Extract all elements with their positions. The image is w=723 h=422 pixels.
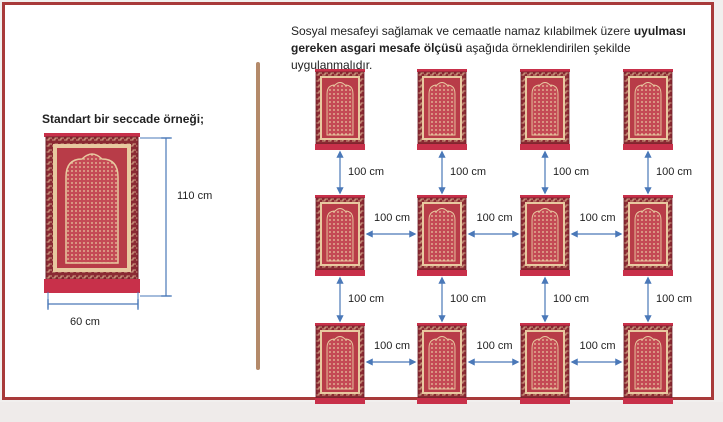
v-distance-label-r1-c4: 100 cm <box>656 165 693 178</box>
v-distance-label-r1-c2: 100 cm <box>450 165 487 178</box>
h-distance-label-r2-c2: 100 cm <box>476 212 513 224</box>
rug-grid <box>315 69 673 404</box>
intro-text-2: aşağıda örneklendirilen şekilde uygulanm… <box>291 41 631 72</box>
v-distance-label-r1-c3: 100 cm <box>553 165 590 178</box>
height-label: 110 cm <box>177 190 213 202</box>
rug-r3-c2 <box>417 323 467 404</box>
h-distance-label-r3-c2: 100 cm <box>476 340 513 352</box>
rug-r2-c3 <box>520 195 570 276</box>
intro-bold: uyulması gereken asgari mesafe ölçüsü <box>291 24 686 55</box>
v-distance-label-r2-c4: 100 cm <box>656 292 693 305</box>
vertical-divider <box>256 62 260 370</box>
v-distance-label-r2-c3: 100 cm <box>553 292 590 305</box>
width-label: 60 cm <box>70 316 100 328</box>
standard-rug-fringe-top <box>44 133 140 137</box>
v-distance-label-r2-c1: 100 cm <box>348 292 385 305</box>
rug-r3-c1 <box>315 323 365 404</box>
standard-rug-title: Standart bir seccade örneği; <box>42 112 205 126</box>
h-distance-label-r2-c1: 100 cm <box>374 212 411 224</box>
rug-r1-c3 <box>520 69 570 150</box>
v-distance-label-r2-c2: 100 cm <box>450 292 487 305</box>
rug-r1-c2 <box>417 69 467 150</box>
rug-r3-c3 <box>520 323 570 404</box>
slide-bottom-strip <box>0 402 723 422</box>
h-distance-label-r3-c1: 100 cm <box>374 340 411 352</box>
standard-rug <box>44 133 140 293</box>
intro-text-1: Sosyal mesafeyi sağlamak ve cemaatle nam… <box>291 24 634 38</box>
h-distance-label-r3-c3: 100 cm <box>579 340 616 352</box>
standard-rug-fringe-bottom <box>44 279 140 293</box>
rug-r2-c2 <box>417 195 467 276</box>
rug-r3-c4 <box>623 323 673 404</box>
rug-r1-c1 <box>315 69 365 150</box>
rug-r2-c1 <box>315 195 365 276</box>
rug-r1-c4 <box>623 69 673 150</box>
rug-r2-c4 <box>623 195 673 276</box>
v-distance-label-r1-c1: 100 cm <box>348 165 385 178</box>
intro-text: Sosyal mesafeyi sağlamak ve cemaatle nam… <box>291 23 711 74</box>
h-distance-label-r2-c3: 100 cm <box>579 212 616 224</box>
